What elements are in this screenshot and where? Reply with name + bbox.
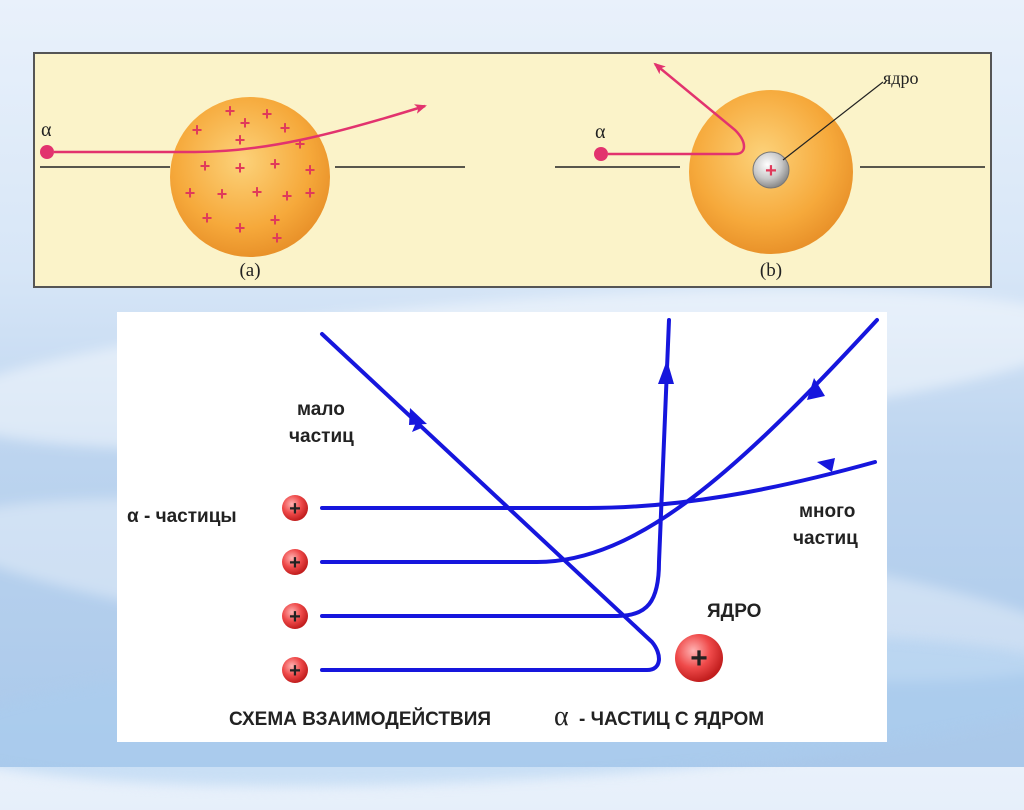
trajectory-2 — [322, 320, 877, 562]
plus-sign: + — [202, 208, 213, 228]
trajectory-4 — [322, 334, 659, 670]
atom-models-diagram: + + + + + + + + + + + + + + + + + + + + … — [35, 54, 990, 286]
plus-sign: + — [272, 228, 283, 248]
trajectory-3 — [322, 320, 669, 616]
caption-suffix: - ЧАСТИЦ С ЯДРОМ — [579, 709, 764, 730]
plus-sign: + — [185, 183, 196, 203]
plus-sign: + — [305, 160, 316, 180]
nucleus-label: ядро — [883, 68, 918, 88]
plus-sign: + — [305, 183, 316, 203]
few-particles-label-line2: частиц — [289, 426, 354, 447]
plus-sign: + — [217, 184, 228, 204]
plus-sign: + — [289, 552, 301, 574]
trajectories — [322, 320, 877, 670]
caption-alpha: α — [554, 701, 569, 732]
arrow-head — [409, 408, 427, 425]
plus-sign: + — [235, 158, 246, 178]
alpha-particle — [40, 145, 54, 159]
plus-sign: + — [225, 101, 236, 121]
plus-sign: + — [270, 154, 281, 174]
plus-sign: + — [262, 104, 273, 124]
alpha-label: α — [41, 119, 52, 141]
arrow-head — [817, 458, 835, 472]
plus-sign: + — [289, 660, 301, 682]
alpha-particles — [282, 495, 308, 683]
label-b: (b) — [760, 260, 782, 281]
nucleus-label: ЯДРО — [707, 601, 761, 622]
alpha-particles-label: α - частицы — [127, 506, 237, 527]
caption-prefix: СХЕМА ВЗАИМОДЕЙСТВИЯ — [229, 708, 491, 730]
trajectory-1 — [322, 462, 875, 508]
many-particles-label-line2: частиц — [793, 528, 858, 549]
plus-sign: + — [289, 498, 301, 520]
plus-sign: + — [295, 134, 306, 154]
plus-sign: + — [280, 118, 291, 138]
nucleus-plus: + — [765, 160, 777, 182]
alpha-label: α — [595, 121, 606, 143]
few-particles-label-line1: мало — [297, 399, 345, 420]
label-a: (a) — [239, 260, 260, 281]
plus-sign: + — [289, 606, 301, 628]
plus-sign: + — [200, 156, 211, 176]
scattering-scheme-panel: + + + + + мало частиц α - частицы много … — [117, 312, 887, 742]
plus-sign: + — [252, 182, 263, 202]
plus-sign: + — [235, 130, 246, 150]
plus-sign: + — [235, 218, 246, 238]
alpha-particle — [594, 147, 608, 161]
arrow-head — [658, 360, 674, 384]
atom-models-panel: + + + + + + + + + + + + + + + + + + + + … — [33, 52, 992, 288]
plus-sign: + — [192, 120, 203, 140]
plus-sign: + — [270, 210, 281, 230]
many-particles-label-line1: много — [799, 501, 855, 522]
nucleus-plus: + — [690, 642, 708, 675]
trajectory-arrows — [412, 360, 835, 472]
plus-sign: + — [282, 186, 293, 206]
scattering-scheme-diagram: + + + + + мало частиц α - частицы много … — [117, 312, 887, 742]
